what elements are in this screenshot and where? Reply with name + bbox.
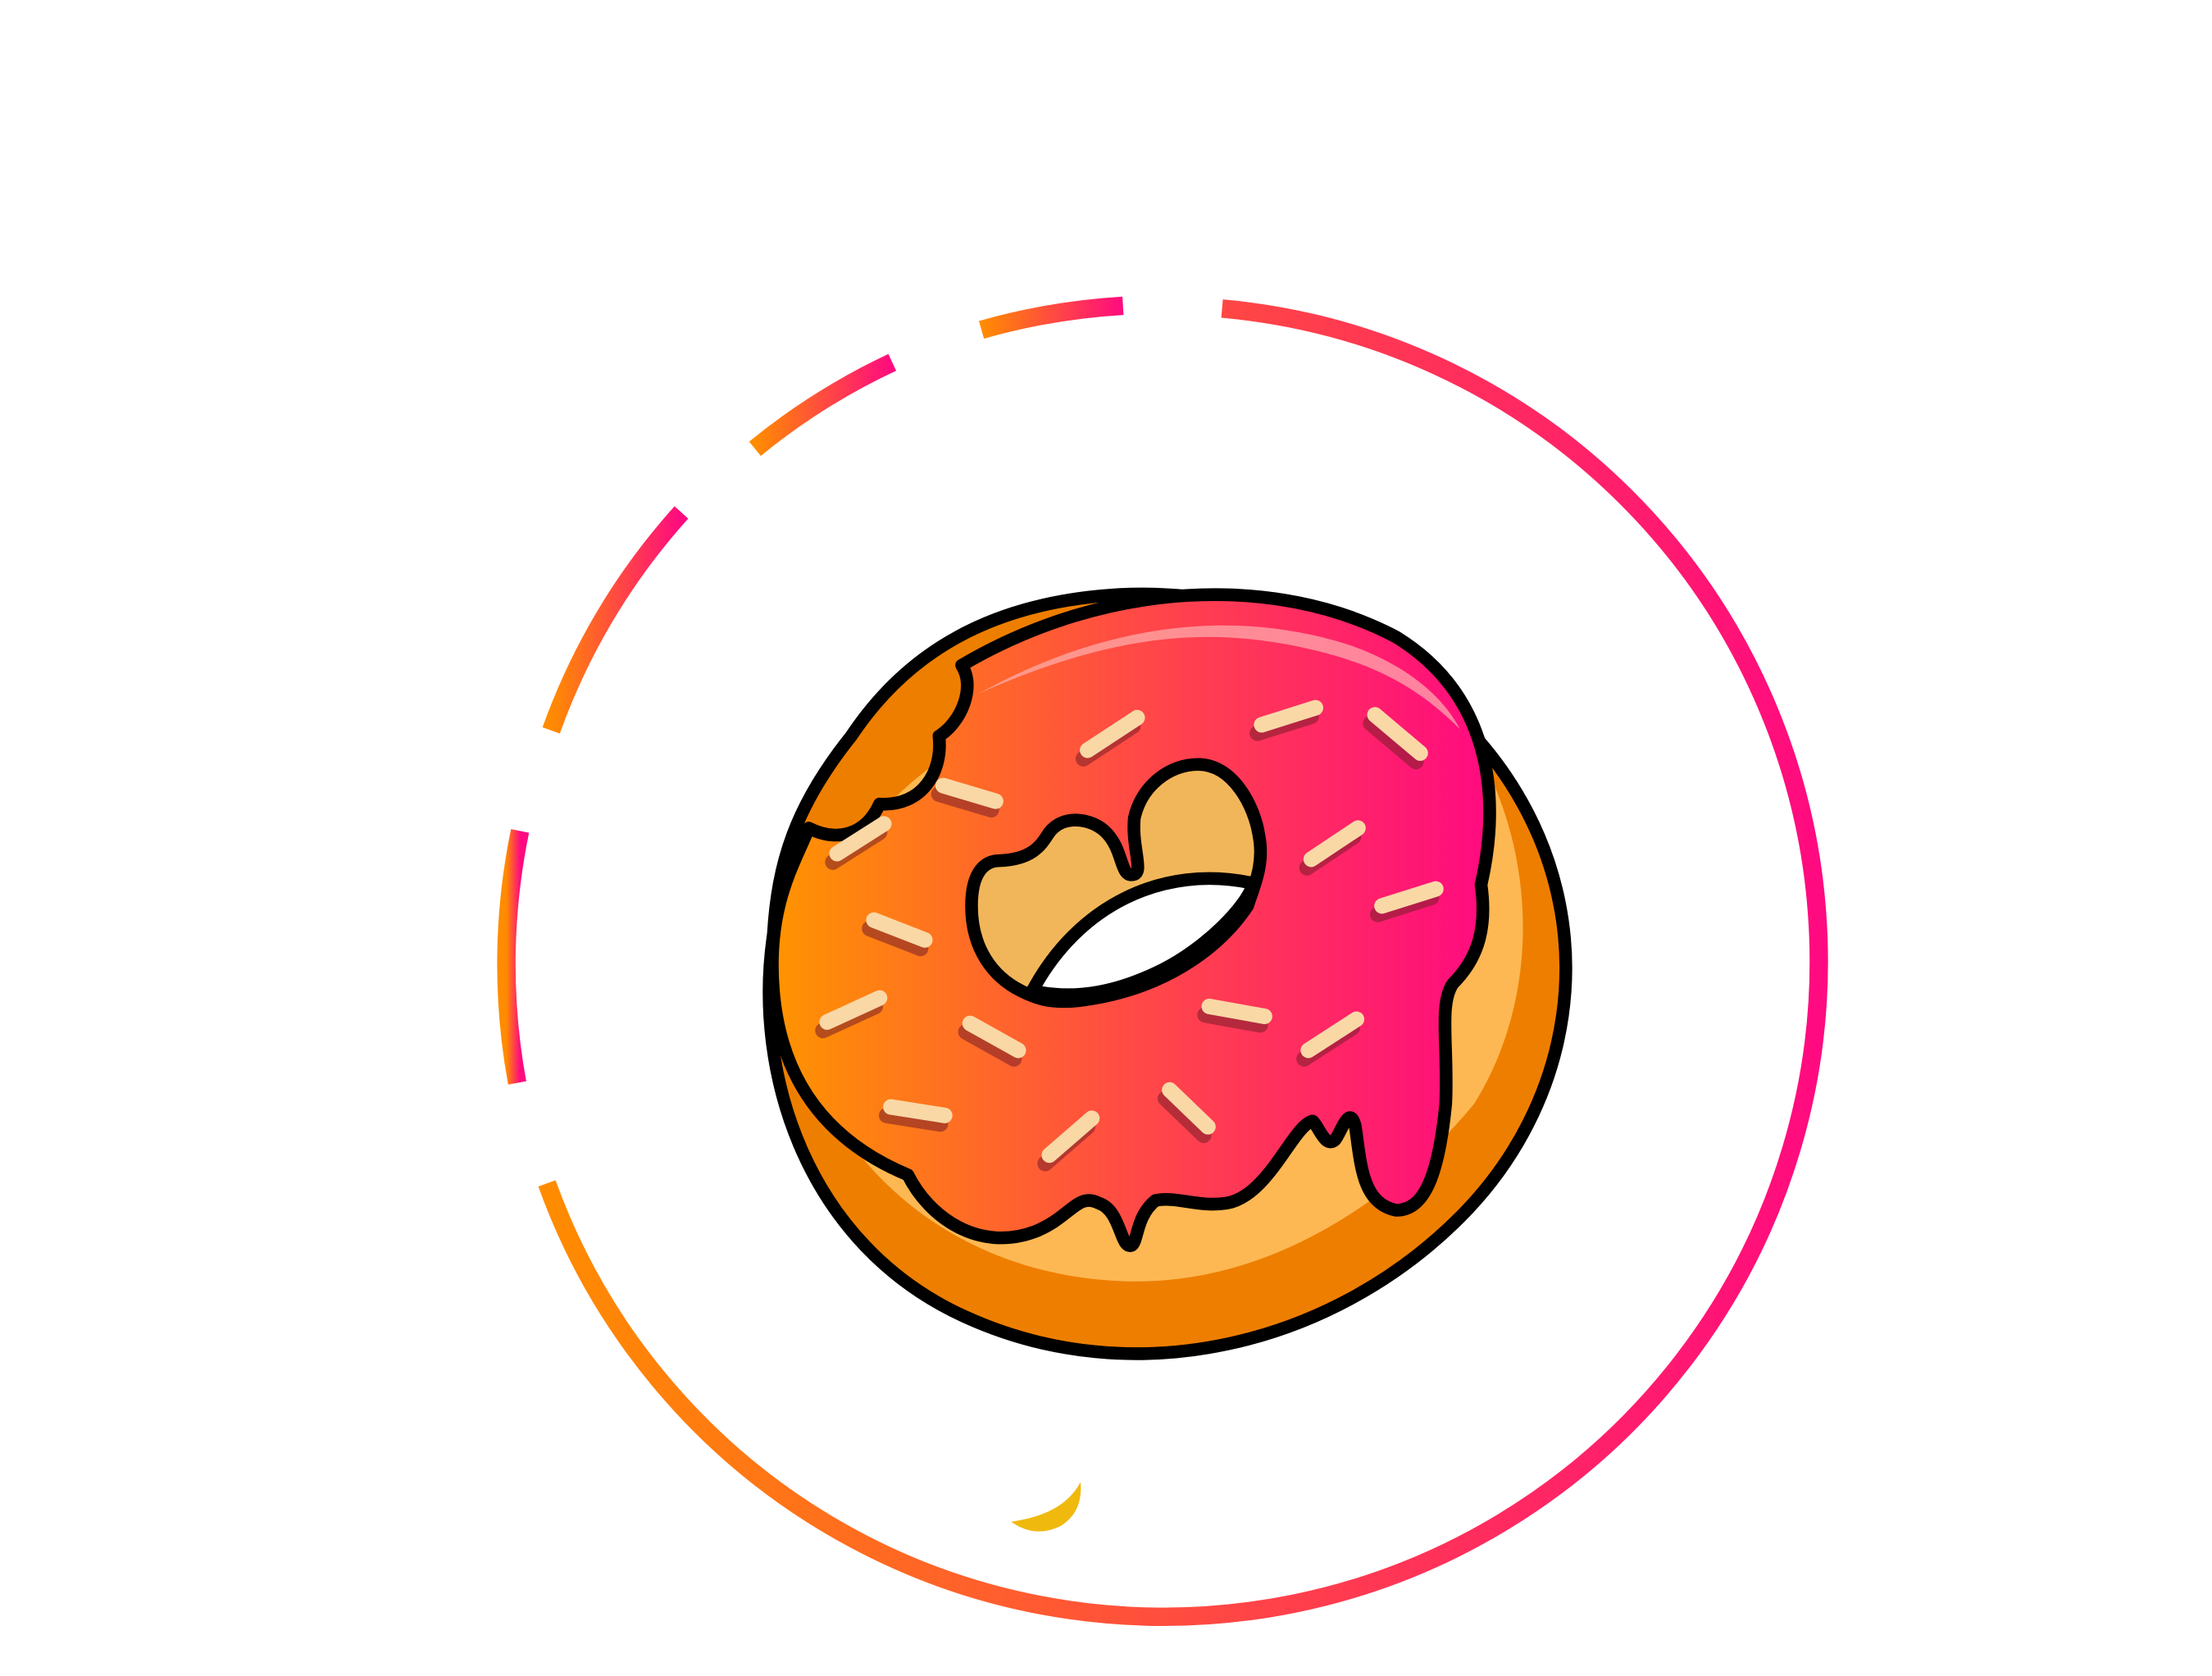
sprinkle <box>1367 707 1428 761</box>
sprinkle-shadow <box>1363 715 1424 770</box>
sprinkle-shadow <box>862 920 929 957</box>
sprinkle <box>935 777 1004 809</box>
sprinkle <box>866 912 933 948</box>
sprinkle <box>1254 699 1323 733</box>
donut-hole-opening <box>1026 872 1260 1001</box>
crumb <box>1011 1482 1081 1532</box>
sprinkle <box>829 816 892 862</box>
sprinkle <box>1303 820 1366 868</box>
sprinkle <box>819 990 888 1030</box>
sprinkle-shadow <box>931 786 999 818</box>
glaze-highlight <box>978 625 1460 730</box>
sprinkle <box>1300 1011 1365 1059</box>
sprinkle <box>1041 1110 1100 1164</box>
sprinkle-shadow <box>1197 1007 1268 1033</box>
donut <box>762 587 1573 1360</box>
sprinkles <box>815 699 1444 1172</box>
sprinkle <box>1374 881 1444 914</box>
ring-solid-arc <box>538 299 1828 1626</box>
ring-dash <box>979 296 1124 339</box>
sprinkle-shadow <box>1158 1091 1212 1144</box>
sprinkle-shadow <box>878 1107 949 1132</box>
sprinkle <box>1201 998 1272 1025</box>
sprinkle-shadow <box>958 1024 1022 1067</box>
sprinkle <box>883 1099 953 1123</box>
ring-dash <box>542 506 689 734</box>
sprinkle <box>1080 709 1145 758</box>
sprinkle <box>1162 1082 1216 1135</box>
ring-frame <box>497 296 1828 1626</box>
sprinkle <box>962 1015 1026 1059</box>
ring-dash <box>749 353 897 456</box>
ring-dash <box>497 829 530 1085</box>
